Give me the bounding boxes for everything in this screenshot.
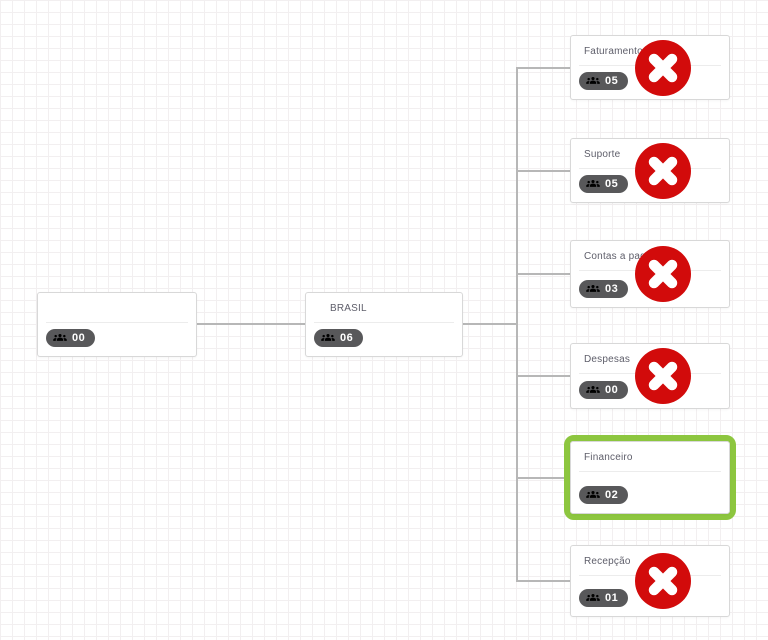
member-count: 02 [605, 489, 619, 501]
connector-branch-recepcao [517, 580, 570, 582]
member-count-badge: 05 [579, 72, 629, 90]
node-title: Suporte [584, 149, 621, 160]
member-count: 00 [72, 332, 86, 344]
connector-branch-contas-a-pagar [517, 273, 570, 275]
delete-node-button[interactable] [635, 40, 691, 96]
node-divider [579, 471, 721, 472]
delete-node-button[interactable] [635, 246, 691, 302]
member-count: 03 [605, 283, 619, 295]
member-count: 00 [605, 384, 619, 396]
member-count: 06 [340, 332, 354, 344]
users-icon [586, 76, 600, 86]
member-count-badge: 02 [579, 486, 629, 504]
org-node-root[interactable]: 00 [37, 292, 197, 357]
selection-highlight-border [564, 435, 736, 520]
org-node-brasil[interactable]: BRASIL 06 [305, 292, 463, 357]
x-circle-icon [635, 143, 691, 199]
connector-trunk [516, 67, 518, 582]
x-circle-icon [635, 246, 691, 302]
connector-brasil-trunk [463, 323, 517, 325]
node-divider [46, 322, 188, 323]
member-count: 05 [605, 178, 619, 190]
org-node-faturamento[interactable]: Faturamento 05 [570, 35, 730, 100]
org-node-despesas[interactable]: Despesas 00 [570, 343, 730, 409]
member-count-badge: 00 [46, 329, 96, 347]
users-icon [586, 593, 600, 603]
node-divider [314, 322, 454, 323]
connector-root-brasil [197, 323, 305, 325]
member-count-badge: 01 [579, 589, 629, 607]
users-icon [53, 333, 67, 343]
member-count-badge: 00 [579, 381, 629, 399]
users-icon [586, 490, 600, 500]
org-node-financeiro[interactable]: Financeiro 02 [570, 441, 730, 514]
org-node-recepcao[interactable]: Recepção 01 [570, 545, 730, 617]
node-title: Contas a pagar [584, 251, 656, 262]
node-title: Despesas [584, 354, 631, 365]
delete-node-button[interactable] [635, 553, 691, 609]
delete-node-button[interactable] [635, 348, 691, 404]
member-count: 05 [605, 75, 619, 87]
member-count-badge: 05 [579, 175, 629, 193]
connector-branch-despesas [517, 375, 570, 377]
org-node-suporte[interactable]: Suporte 05 [570, 138, 730, 203]
node-title: Financeiro [584, 452, 633, 463]
member-count: 01 [605, 592, 619, 604]
org-node-contas-a-pagar[interactable]: Contas a pagar 03 [570, 240, 730, 308]
x-circle-icon [635, 553, 691, 609]
users-icon [586, 385, 600, 395]
users-icon [321, 333, 335, 343]
connector-branch-suporte [517, 170, 570, 172]
x-circle-icon [635, 348, 691, 404]
users-icon [586, 284, 600, 294]
node-title: Faturamento [584, 46, 643, 57]
member-count-badge: 06 [314, 329, 364, 347]
connector-branch-financeiro [517, 477, 564, 479]
node-title: Recepção [584, 556, 631, 567]
x-circle-icon [635, 40, 691, 96]
users-icon [586, 179, 600, 189]
connector-branch-faturamento [517, 67, 570, 69]
node-title [38, 293, 196, 322]
node-title: BRASIL [330, 303, 367, 314]
member-count-badge: 03 [579, 280, 629, 298]
delete-node-button[interactable] [635, 143, 691, 199]
